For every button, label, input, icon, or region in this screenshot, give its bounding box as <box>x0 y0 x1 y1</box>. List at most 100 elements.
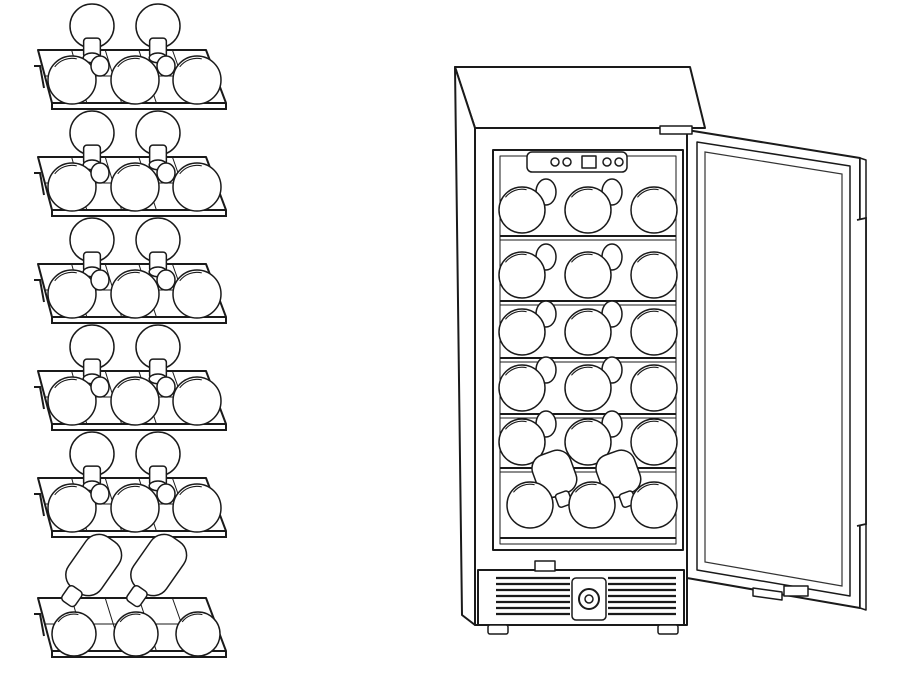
bottle-highlight <box>54 57 77 68</box>
bottle-highlight <box>505 420 527 430</box>
bottle-back <box>69 3 115 64</box>
control-button <box>602 157 612 167</box>
bottle-highlight <box>179 378 202 389</box>
bottle-neck-tip <box>90 162 110 184</box>
wine-shelf <box>34 431 227 538</box>
control-button <box>562 157 572 167</box>
bottle-base <box>172 376 222 426</box>
shelf-handle <box>34 279 45 303</box>
control-button <box>614 157 624 167</box>
bottle <box>172 162 222 212</box>
bottle-base <box>564 364 612 412</box>
bottle-highlight <box>505 310 527 320</box>
bottle-base <box>630 364 678 412</box>
bottle-base <box>47 162 97 212</box>
door-glass <box>704 151 843 587</box>
cabinet-top <box>454 66 706 129</box>
bottle-highlight <box>117 164 140 175</box>
door-inner-frame <box>696 141 851 597</box>
wine-cooler <box>454 66 867 635</box>
bottle-back <box>135 110 181 171</box>
bottle-highlight <box>117 57 140 68</box>
bottle-neck-tip <box>156 162 176 184</box>
bottle-highlight <box>117 271 140 282</box>
shelf-handle <box>34 613 45 637</box>
bottle-angled <box>126 533 188 608</box>
bottle-base <box>110 376 160 426</box>
bottle-base <box>172 483 222 533</box>
kick-plate <box>477 560 685 626</box>
bottle-base <box>110 483 160 533</box>
bottle-base <box>172 162 222 212</box>
bottle-back <box>135 431 181 492</box>
bottle-neck-tip <box>90 55 110 77</box>
shelf-handle <box>34 493 45 517</box>
control-button <box>550 157 560 167</box>
shelf-front-edge <box>51 531 227 538</box>
bottle-highlight <box>505 366 527 376</box>
bottle-base <box>110 162 160 212</box>
hinge-top <box>659 125 693 135</box>
bottle <box>630 418 678 466</box>
bottle-base <box>630 418 678 466</box>
bottle-highlight <box>571 420 593 430</box>
bottle <box>110 269 160 319</box>
bottle-neck-tip <box>156 55 176 77</box>
bottle-highlight <box>119 613 141 623</box>
bottle-highlight <box>54 271 77 282</box>
bottle-base <box>568 481 616 529</box>
bottle <box>630 308 678 356</box>
cooler-rack <box>498 410 678 473</box>
bottle <box>47 55 97 105</box>
cooler-rack-bottom <box>500 449 678 539</box>
bottle-back <box>69 324 115 385</box>
wine-shelf <box>34 110 227 217</box>
lock-key-slot <box>584 594 594 604</box>
bottle <box>568 481 616 529</box>
bottle <box>110 376 160 426</box>
bottle-base <box>498 364 546 412</box>
bottle-base <box>564 251 612 299</box>
bottle <box>113 611 159 657</box>
bottle-base <box>175 611 221 657</box>
bottle-highlight <box>637 366 659 376</box>
bottle <box>506 481 554 529</box>
bottle <box>498 364 546 412</box>
bottle-base <box>47 483 97 533</box>
bottle-neck-tip <box>156 376 176 398</box>
bottle-highlight <box>179 164 202 175</box>
bottle-base <box>564 186 612 234</box>
bottle <box>564 418 612 466</box>
bottle-highlight <box>575 483 597 493</box>
bottle <box>630 251 678 299</box>
bottle-highlight <box>179 485 202 496</box>
shelf-handle <box>34 386 45 410</box>
bottle-highlight <box>571 253 593 263</box>
bottle <box>498 186 546 234</box>
bottle-base <box>172 269 222 319</box>
bottle-base <box>47 269 97 319</box>
bottle-base <box>110 55 160 105</box>
bottle <box>630 186 678 234</box>
bottle-highlight <box>117 485 140 496</box>
shelf-front-edge <box>51 210 227 217</box>
wine-shelf <box>34 533 227 658</box>
bottle <box>175 611 221 657</box>
bottle-base <box>630 186 678 234</box>
lock-tab <box>534 560 556 572</box>
bottle-base <box>564 308 612 356</box>
control-panel <box>526 151 628 173</box>
bottle <box>564 251 612 299</box>
wine-shelf <box>34 3 227 110</box>
leveling-foot <box>487 624 509 635</box>
bottle <box>47 269 97 319</box>
bottle <box>630 364 678 412</box>
wine-shelf <box>34 324 227 431</box>
bottle-highlight <box>117 378 140 389</box>
bottle-base <box>498 418 546 466</box>
bottle <box>498 308 546 356</box>
shelf-handle <box>34 172 45 196</box>
bottle-highlight <box>571 188 593 198</box>
bottle-highlight <box>505 253 527 263</box>
